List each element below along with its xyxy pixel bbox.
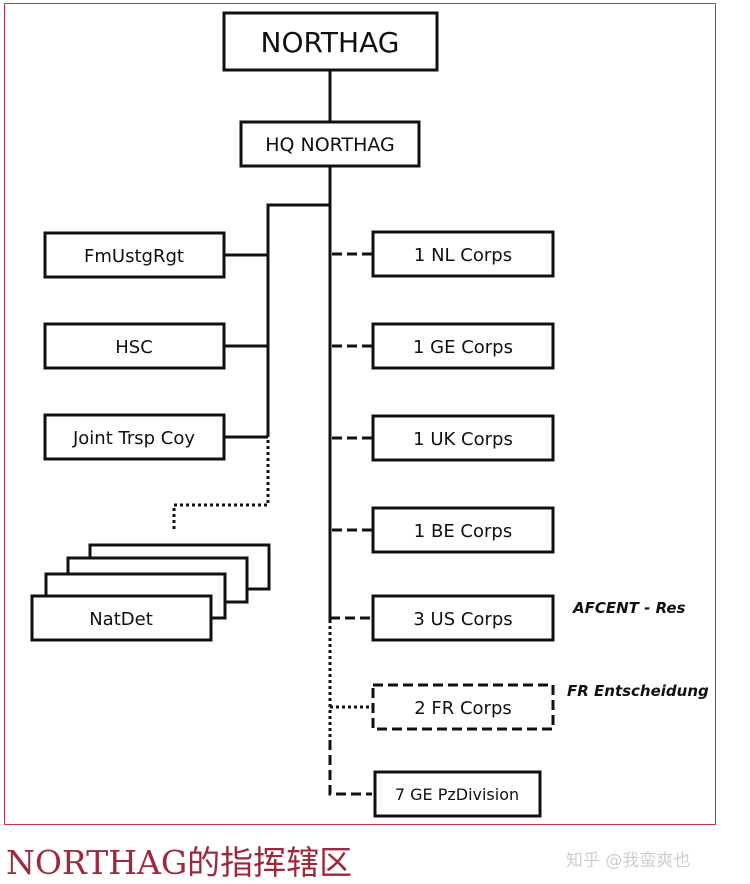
connector-natdet <box>172 440 270 530</box>
label-hq-northag: HQ NORTHAG <box>265 134 395 156</box>
caption: NORTHAG的指挥辖区 <box>6 843 353 882</box>
label-1-be-corps: 1 BE Corps <box>414 521 512 542</box>
label-1-ge-corps: 1 GE Corps <box>413 337 513 358</box>
label-joint-trsp-coy: Joint Trsp Coy <box>72 428 195 449</box>
box-joint-trsp-coy <box>43 413 226 461</box>
label-fmustgrgt: FmUstgRgt <box>84 246 184 267</box>
diagram-frame <box>4 3 716 825</box>
box-fmustgrgt <box>43 231 226 279</box>
dotted-connectors <box>172 440 372 740</box>
label-hsc: HSC <box>115 337 153 358</box>
connector-lines <box>224 70 372 620</box>
box-1-be-corps <box>371 506 555 554</box>
label-1-uk-corps: 1 UK Corps <box>413 429 513 450</box>
note-afcent-res: AFCENT - Res <box>572 599 686 617</box>
dashed-connectors <box>328 252 372 796</box>
box-natdet <box>30 594 213 642</box>
box-hsc <box>43 322 226 370</box>
box-2-fr-corps <box>371 683 555 731</box>
connector-pzdiv <box>328 740 372 796</box>
label-7-ge-pzdivision: 7 GE PzDivision <box>395 785 519 804</box>
label-northag: NORTHAG <box>261 26 400 59</box>
box-northag <box>222 11 439 72</box>
label-2-fr-corps: 2 FR Corps <box>414 698 512 719</box>
label-3-us-corps: 3 US Corps <box>413 609 512 630</box>
box-hq-northag <box>239 120 421 168</box>
org-chart: NORTHAG HQ NORTHAG FmUstgRgt HSC Joint T… <box>30 11 709 818</box>
note-fr-entscheidung: FR Entscheidung <box>567 682 709 700</box>
branch-left <box>266 203 330 437</box>
box-1-uk-corps <box>371 414 555 462</box>
label-1-nl-corps: 1 NL Corps <box>414 245 512 266</box>
label-natdet: NatDet <box>89 609 153 630</box>
box-1-nl-corps <box>371 230 555 278</box>
box-3-us-corps <box>371 594 555 642</box>
box-1-ge-corps <box>371 322 555 370</box>
watermark: 知乎 @我蛮爽也 <box>566 851 691 871</box>
box-7-ge-pzdivision <box>373 770 542 818</box>
